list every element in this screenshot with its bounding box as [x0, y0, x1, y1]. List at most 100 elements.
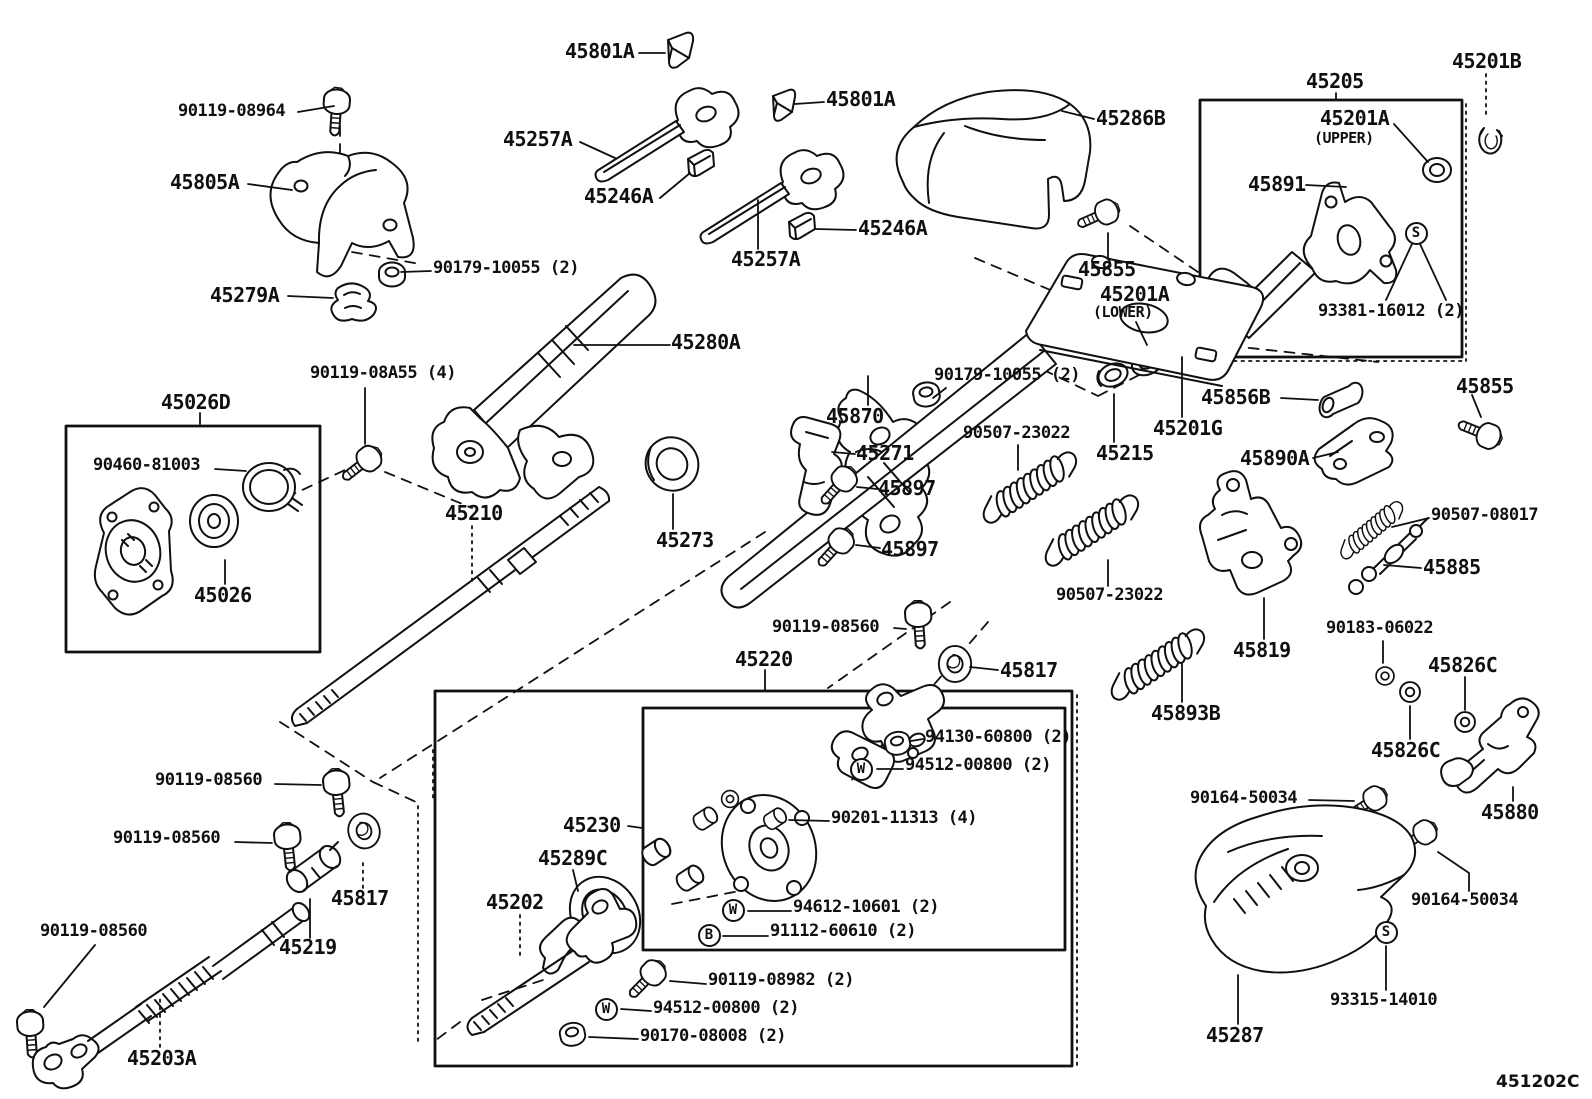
lever-45890a-drawing [1313, 417, 1394, 486]
part-label: 90164-50034 [1411, 890, 1519, 910]
part-label: 94512-00800 (2) [653, 998, 800, 1018]
coupling-kit-45230-drawing [466, 683, 945, 1049]
part-label: 90179-10055 (2) [433, 258, 580, 278]
part-label: 45801A [826, 87, 896, 111]
intermediate-shaft-45203a-drawing [15, 766, 385, 1090]
grommet-45817-drawing [937, 645, 973, 683]
part-label: 45201A [1320, 106, 1390, 130]
bolt-90119-08964-drawing [320, 85, 352, 138]
part-label: 45230 [563, 813, 621, 837]
part-label: 90201-11313 (4) [831, 808, 978, 828]
circled-letter-marker: W [594, 997, 618, 1021]
part-label: 45273 [656, 528, 714, 552]
part-label: 45856B [1201, 385, 1271, 409]
clamp-45279a-drawing [330, 282, 377, 322]
grommet-45817-drawing [343, 809, 385, 853]
part-label: 45897 [881, 537, 939, 561]
part-label: 90119-08964 [178, 101, 286, 121]
column-cover-45286b-drawing [895, 89, 1092, 230]
part-label: (UPPER) [1314, 129, 1374, 147]
circled-letter-marker: W [721, 898, 745, 922]
part-label: 45880 [1481, 800, 1539, 824]
part-label: 45220 [735, 647, 793, 671]
part-label: 90119-08560 [40, 921, 148, 941]
part-label: 45271 [856, 441, 914, 465]
part-label: 90183-06022 [1326, 618, 1434, 638]
kit-box-45220 [433, 689, 1074, 1068]
part-label: 90119-08560 [113, 828, 221, 848]
part-label: 90170-08008 (2) [640, 1026, 787, 1046]
part-label: 45885 [1423, 555, 1481, 579]
part-label: (LOWER) [1093, 303, 1153, 321]
part-label: 45215 [1096, 441, 1154, 465]
bolt-90119-08a55-drawing [335, 439, 389, 490]
washer-45826c-drawing [1454, 711, 1476, 733]
nut-90179-10055-drawing [378, 261, 406, 288]
spring-90507-23022-drawing [1036, 487, 1147, 573]
part-label: 45257A [503, 127, 573, 151]
kit-box-45026d [64, 424, 322, 654]
part-label: 45280A [671, 330, 741, 354]
part-label: 91112-60610 (2) [770, 921, 917, 941]
kit-box-45230 [641, 706, 1067, 952]
part-label: 45826C [1371, 738, 1441, 762]
kit-box-45205 [1198, 98, 1464, 359]
shaft-45202-drawing [471, 947, 590, 1033]
spring-45893b-drawing [1102, 621, 1213, 707]
part-label: 45819 [1233, 638, 1291, 662]
part-label: 90179-10055 (2) [934, 365, 1081, 385]
circled-letter-marker: W [849, 757, 873, 781]
part-label: 45246A [584, 184, 654, 208]
bolt-90119-08560-drawing [903, 598, 935, 651]
part-label: 45257A [731, 247, 801, 271]
bolt-45855-drawing [1453, 411, 1507, 454]
bearing-kit-45026d-drawing [93, 462, 303, 616]
part-label: 90164-50034 [1190, 788, 1298, 808]
bolt-45855-drawing [1072, 194, 1125, 237]
part-label: 45219 [279, 935, 337, 959]
washer-45826c-drawing [1399, 681, 1421, 703]
part-label: 45205 [1306, 69, 1364, 93]
coupler-45219-drawing [285, 868, 309, 894]
washer-90183-06022-drawing [1375, 666, 1395, 686]
part-label: 45246A [858, 216, 928, 240]
circled-letter-marker: S [1404, 221, 1428, 245]
part-label: 45826C [1428, 653, 1498, 677]
part-label: 45893B [1151, 701, 1221, 725]
bolt-90119-08560-drawing [271, 820, 305, 873]
tilt-mechanism-parts [1072, 194, 1540, 860]
part-label: 45817 [1000, 658, 1058, 682]
pawl-45819-drawing [1199, 470, 1303, 596]
circled-letter-marker: B [697, 923, 721, 947]
part-label: 45201A [1100, 282, 1170, 306]
part-label: 94512-00800 (2) [905, 755, 1052, 775]
part-label: 45891 [1248, 172, 1306, 196]
part-label: 45279A [210, 283, 280, 307]
bolt-90119-08560-drawing [320, 766, 354, 819]
part-label: 94612-10601 (2) [793, 897, 940, 917]
part-label: 45201G [1153, 416, 1223, 440]
pin-45856b-drawing [1318, 381, 1364, 419]
part-label: 93381-16012 (2) [1318, 301, 1465, 321]
part-label: 90119-08982 (2) [708, 970, 855, 990]
part-label: 90119-08560 [772, 617, 880, 637]
part-label: 45805A [170, 170, 240, 194]
part-label: 90507-23022 [963, 423, 1071, 443]
part-label: 45870 [826, 404, 884, 428]
part-label: 90119-08A55 (4) [310, 363, 457, 383]
column-cover-45287-drawing [1194, 804, 1417, 974]
part-label: 45855 [1078, 257, 1136, 281]
column-jacket-45870-drawing [720, 253, 1265, 609]
circled-letter-marker: S [1374, 920, 1398, 944]
part-label: 45855 [1456, 374, 1514, 398]
part-label: 45890A [1240, 446, 1310, 470]
lever-45880-drawing [1453, 697, 1540, 794]
part-label: 45202 [486, 890, 544, 914]
part-label: 45201B [1452, 49, 1522, 73]
spring-90507-23022-drawing [974, 444, 1085, 530]
tilt-lever-45257a-drawings [594, 31, 845, 245]
column-tube-45280a-drawing [431, 273, 657, 500]
snap-ring-45201b-drawing [1478, 127, 1503, 155]
